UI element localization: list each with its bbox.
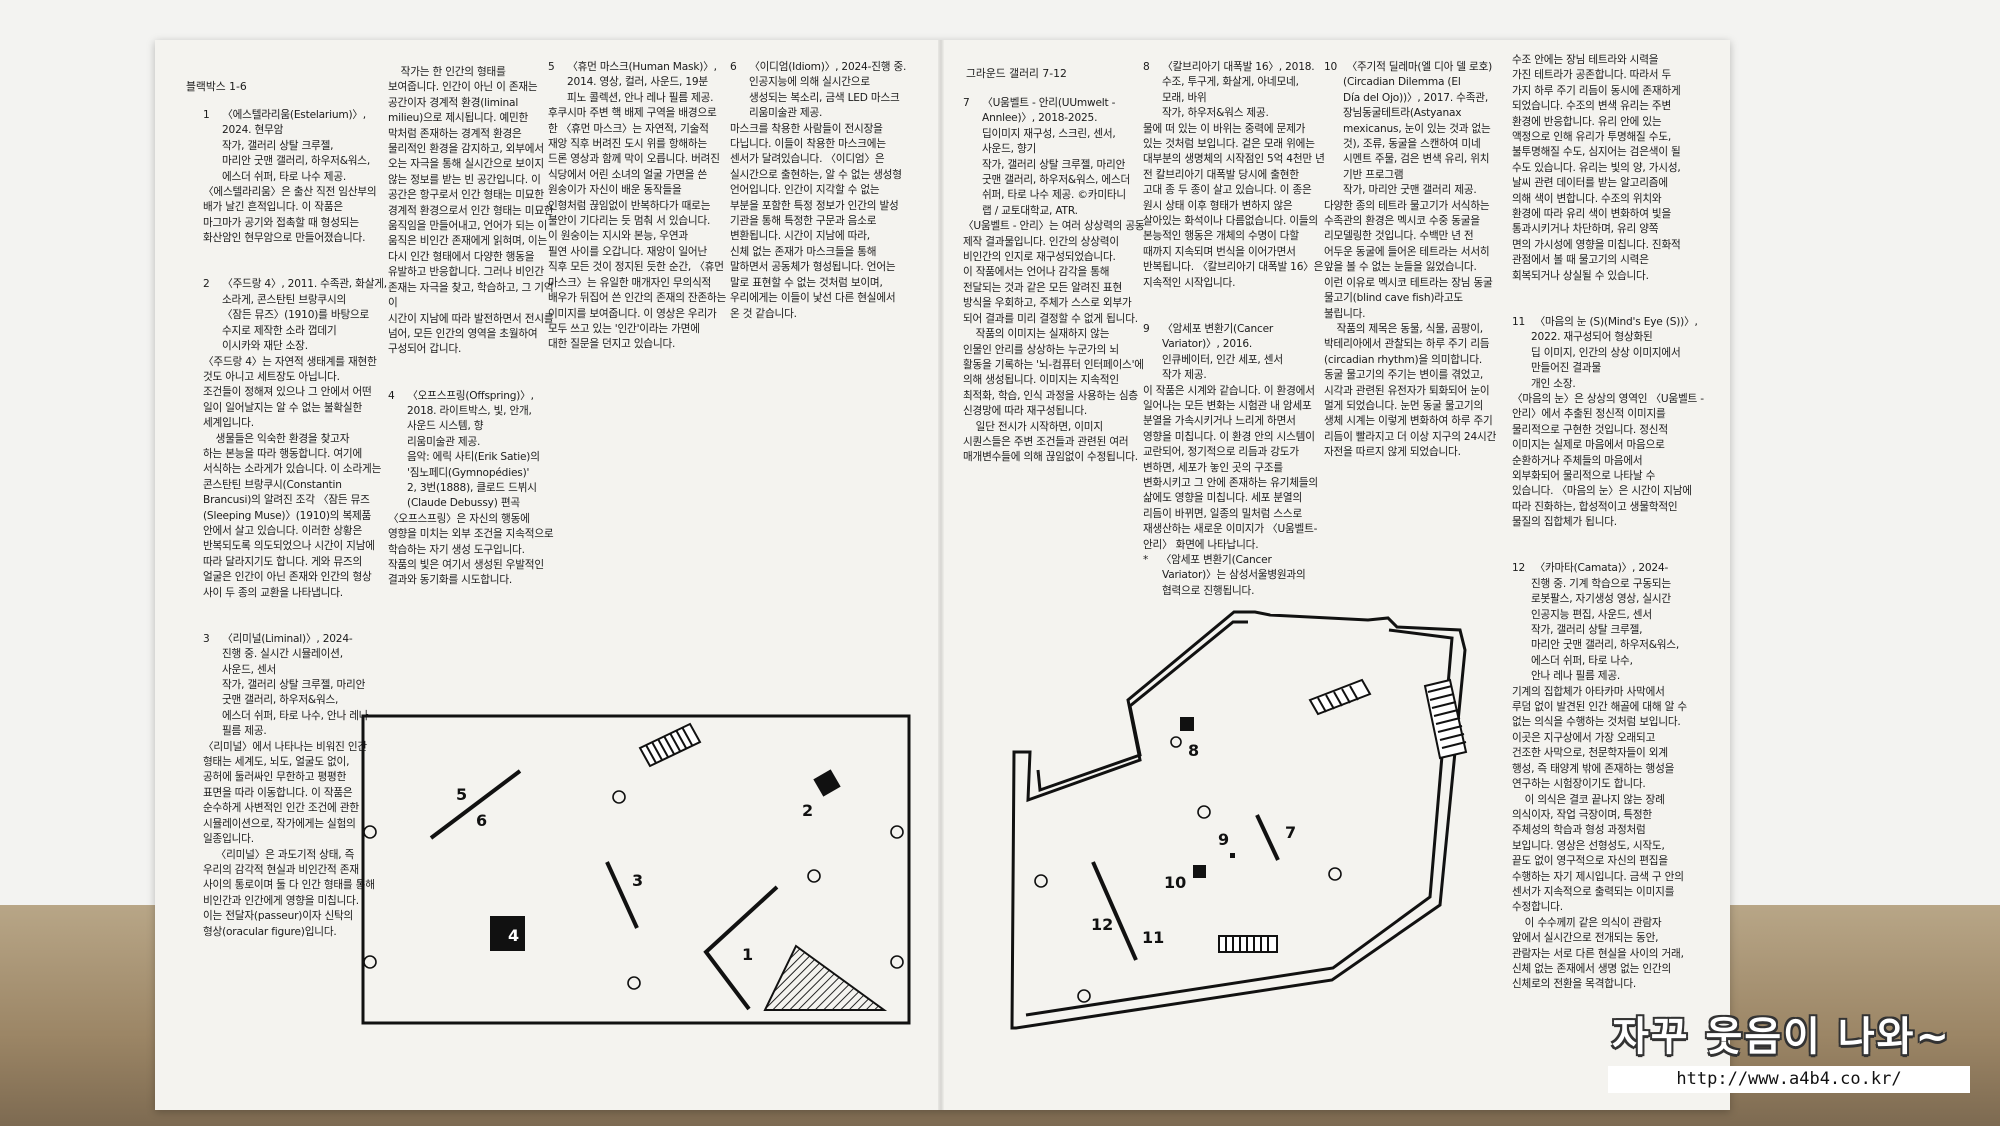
right-column-3: 10 〈주기적 딜레마(엘 디아 델 로호) (Circadian Dilemm… bbox=[1324, 61, 1497, 459]
map-label-9: 9 bbox=[1218, 830, 1229, 849]
blackbox-floor-plan bbox=[361, 714, 911, 1025]
map-label-2: 2 bbox=[802, 801, 813, 820]
right-column-4: 수조 안에는 장님 테트라와 시력을 가진 테트라가 공존합니다. 따라서 두 … bbox=[1512, 54, 1704, 991]
left-staircase bbox=[638, 722, 702, 768]
map-label-6: 6 bbox=[476, 811, 487, 830]
map-label-12: 12 bbox=[1091, 915, 1113, 934]
map-label-1: 1 bbox=[742, 945, 753, 964]
right-section-title: 그라운드 갤러리 7-12 bbox=[966, 67, 1067, 80]
screen-5-6 bbox=[429, 769, 522, 840]
point-9 bbox=[1230, 853, 1235, 858]
left-column-2: 작가는 한 인간의 형태를 보여줍니다. 인간이 아닌 이 존재는 공간이자 경… bbox=[388, 66, 554, 587]
right-staircase-top bbox=[1423, 678, 1468, 760]
map-label-11: 11 bbox=[1142, 928, 1164, 947]
map-label-7: 7 bbox=[1285, 823, 1296, 842]
watermark-text: 자꾸 웃음이 나와~ bbox=[1612, 1014, 1951, 1060]
left-column-1: 1 〈에스텔라리움(Estelarium)〉, 2024. 현무암 작가, 갤러… bbox=[203, 109, 387, 938]
screen-7 bbox=[1255, 814, 1280, 861]
hatched-area bbox=[763, 944, 888, 1011]
left-section-title: 블랙박스 1-6 bbox=[186, 80, 247, 93]
ground-gallery-outline bbox=[1010, 610, 1467, 1030]
screen-11-12 bbox=[1091, 861, 1138, 961]
exhibition-leaflet bbox=[155, 40, 1730, 1110]
box-8 bbox=[1180, 717, 1194, 731]
blackbox-outline bbox=[361, 714, 911, 1025]
map-label-8: 8 bbox=[1188, 741, 1199, 760]
watermark-url: http://www.a4b4.co.kr/ bbox=[1608, 1066, 1970, 1093]
screen-3 bbox=[605, 861, 639, 929]
right-staircase-bottom bbox=[1218, 935, 1278, 953]
leaflet-fold bbox=[938, 40, 944, 1110]
box-2 bbox=[813, 769, 841, 797]
right-staircase-mid bbox=[1308, 678, 1372, 716]
map-label-5: 5 bbox=[456, 785, 467, 804]
right-column-2: 8 〈칼브리아기 대폭발 16〉, 2018. 수조, 투구게, 화살게, 아네… bbox=[1143, 61, 1325, 597]
left-column-4: 6 〈이디엄(Idiom)〉, 2024-진행 중. 인공지능에 의해 실시간으… bbox=[730, 61, 907, 320]
map-label-4: 4 bbox=[508, 926, 519, 945]
map-label-3: 3 bbox=[632, 871, 643, 890]
box-4 bbox=[490, 916, 525, 951]
left-column-3: 5 〈휴먼 마스크(Human Mask)〉, 2014. 영상, 컬러, 사운… bbox=[548, 61, 727, 351]
box-10 bbox=[1193, 865, 1206, 878]
right-column-1: 7 〈U움벨트 - 안리(UUmwelt - Annlee)〉, 2018-20… bbox=[963, 97, 1145, 464]
wall-1 bbox=[703, 885, 779, 1011]
ground-gallery-floor-plan bbox=[1010, 610, 1468, 1030]
map-label-10: 10 bbox=[1164, 873, 1186, 892]
